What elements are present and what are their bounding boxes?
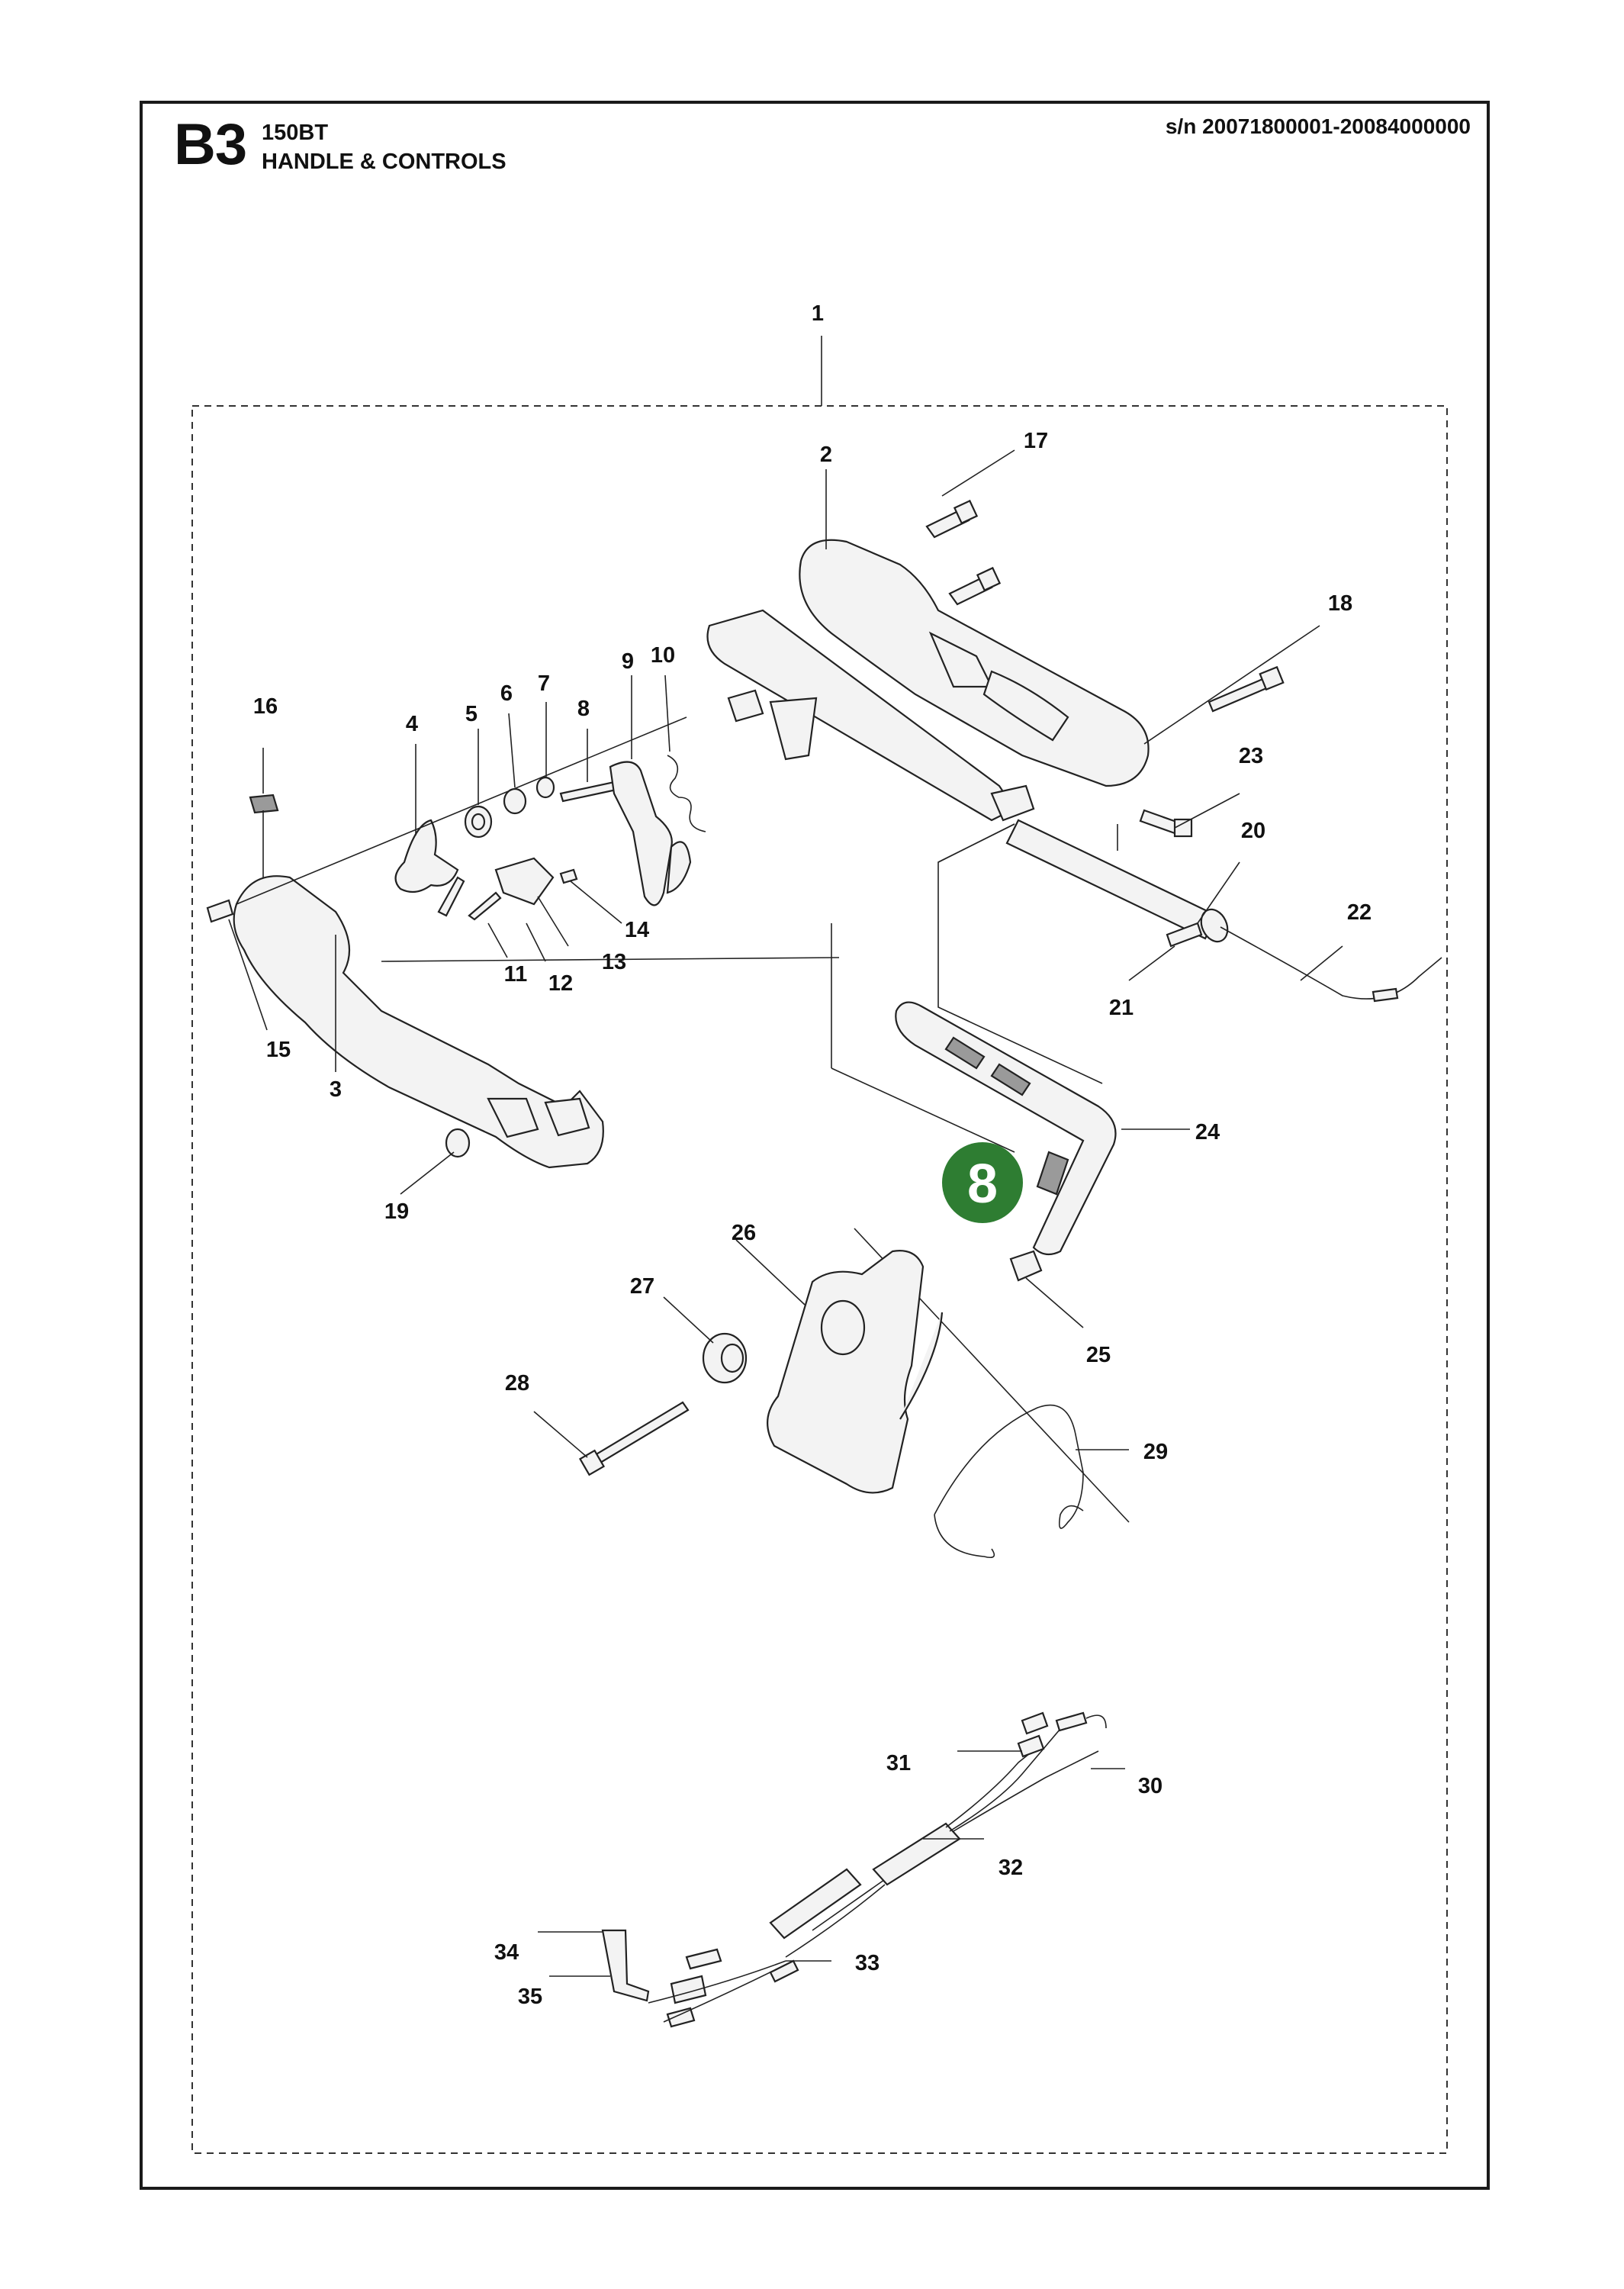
screw-17 [925, 499, 1002, 606]
callout-9: 9 [622, 649, 634, 674]
callout-26: 26 [732, 1221, 756, 1245]
callout-12: 12 [548, 971, 573, 996]
callout-19: 19 [384, 1199, 409, 1224]
screw-23 [1139, 809, 1193, 838]
bolt-18 [1208, 665, 1285, 713]
page-frame [140, 101, 1490, 2190]
bolt-28 [533, 1401, 690, 1476]
callout-15: 15 [266, 1038, 291, 1062]
badge-circle [942, 1142, 1023, 1223]
callout-16: 16 [253, 694, 278, 719]
callout-3: 3 [330, 1077, 342, 1102]
lower-handle-part [206, 716, 840, 1195]
serial-range: s/n 20071800001-20084000000 [1165, 114, 1471, 138]
callout-11: 11 [504, 962, 528, 987]
wiring-harness [538, 1711, 1125, 2028]
callout-2: 2 [820, 443, 832, 467]
section-title: HANDLE & CONTROLS [262, 150, 506, 174]
callout-17: 17 [1024, 429, 1048, 453]
callout-30: 30 [1138, 1774, 1163, 1798]
callout-25: 25 [1086, 1343, 1111, 1367]
callout-35: 35 [518, 1985, 542, 2009]
badge-number: 8 [967, 1154, 998, 1215]
callout-5: 5 [465, 702, 478, 726]
model-name: 150BT [262, 121, 329, 145]
callout-20: 20 [1241, 819, 1265, 843]
cable-tube-20 [1005, 819, 1442, 1003]
callout-18: 18 [1328, 591, 1352, 616]
callout-6: 6 [500, 681, 513, 706]
knob-27 [663, 1296, 748, 1384]
callout-10: 10 [651, 643, 675, 668]
callout-31: 31 [886, 1751, 911, 1776]
callout-22: 22 [1347, 900, 1372, 925]
callout-4: 4 [406, 712, 418, 736]
callout-24: 24 [1195, 1120, 1220, 1144]
section-code: B3 [174, 112, 247, 177]
wire-loop-29 [934, 1404, 1129, 1559]
callout-8: 8 [577, 697, 590, 721]
nut-25 [1009, 1250, 1084, 1328]
callout-1: 1 [812, 301, 824, 326]
callout-29: 29 [1143, 1440, 1168, 1464]
upper-handle-part [706, 539, 1150, 822]
assembly-group-box [191, 405, 1448, 2154]
callout-14: 14 [625, 918, 649, 942]
callout-32: 32 [999, 1856, 1023, 1880]
callout-34: 34 [494, 1940, 519, 1965]
callout-7: 7 [538, 671, 550, 696]
highlight-badge: 8 [942, 1142, 1023, 1223]
callout-21: 21 [1109, 996, 1134, 1020]
callout-13: 13 [602, 950, 626, 974]
callout-23: 23 [1239, 744, 1263, 768]
callout-28: 28 [505, 1371, 529, 1396]
callout-27: 27 [630, 1274, 654, 1299]
loop-handle-24 [895, 1001, 1190, 1256]
callout-33: 33 [855, 1951, 880, 1975]
clamp-26 [735, 1239, 944, 1494]
trigger-parts [249, 674, 706, 962]
